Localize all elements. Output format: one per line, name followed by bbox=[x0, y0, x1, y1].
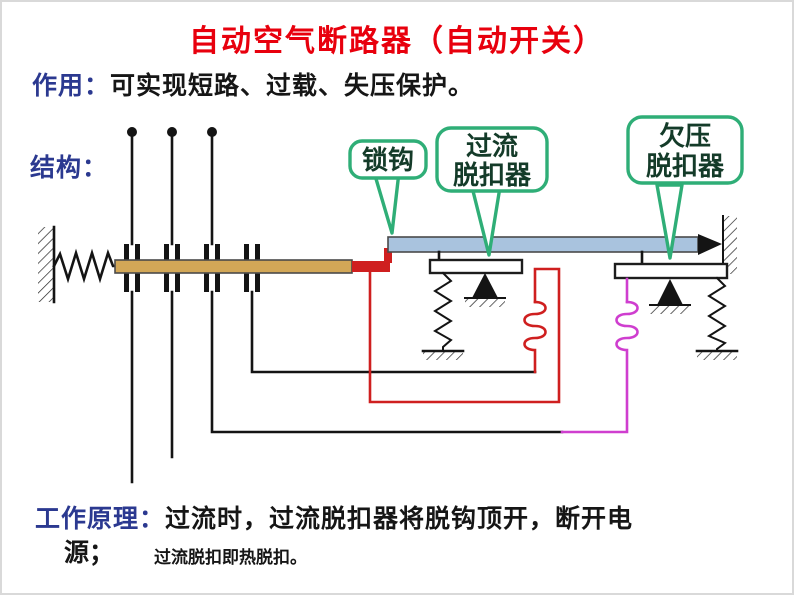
overcurrent-armature bbox=[428, 258, 524, 275]
page-title: 自动空气断路器（自动开关） bbox=[189, 25, 605, 58]
undervoltage-label-line2: 脱扣器 bbox=[646, 151, 725, 181]
contact-bar bbox=[114, 259, 353, 274]
lock-hook-bubble-body bbox=[348, 139, 428, 180]
latch-red-tip bbox=[352, 261, 390, 272]
right-wall-hatching bbox=[723, 216, 737, 274]
function-line: 作用：可实现短路、过载、失压保护。 bbox=[32, 66, 474, 102]
latch-hook bbox=[384, 248, 392, 263]
lock-hook-bubble: 锁钩 bbox=[348, 139, 428, 235]
undervoltage-bubble-body bbox=[626, 115, 744, 185]
lock-hook-bubble-tail bbox=[372, 170, 401, 235]
main-spring bbox=[52, 248, 119, 284]
principle-text: 过流时，过流脱扣器将脱钩顶开，断开电 bbox=[165, 505, 634, 533]
principle-continuation: 源； bbox=[64, 539, 115, 567]
lock-hook-label: 锁钩 bbox=[362, 145, 414, 175]
principle-line: 工作原理：过流时，过流脱扣器将脱钩顶开，断开电 bbox=[35, 499, 633, 535]
structure-label: 结构： bbox=[30, 154, 109, 182]
undervoltage-spring bbox=[706, 276, 727, 352]
overcurrent-wire bbox=[368, 267, 561, 404]
overcurrent-pivot-triangle bbox=[472, 273, 498, 298]
undervoltage-bubble-tail bbox=[655, 183, 684, 260]
function-text: 可实现短路、过载、失压保护。 bbox=[110, 72, 475, 100]
overcurrent-ground-hatching bbox=[423, 352, 463, 360]
wall-hatching bbox=[38, 227, 54, 302]
lever-pivot-triangle bbox=[698, 234, 722, 255]
phase-lines bbox=[127, 127, 564, 484]
undervoltage-armature bbox=[613, 262, 729, 280]
auxiliary-contact-wire bbox=[250, 290, 537, 374]
overcurrent-bubble: 过流 脱扣器 bbox=[435, 126, 549, 257]
principle-note: 过流脱扣即热脱扣。 bbox=[154, 548, 307, 567]
phase-c-wire bbox=[210, 130, 564, 434]
overcurrent-coil bbox=[523, 300, 547, 374]
overcurrent-pivot-hatching bbox=[465, 299, 505, 307]
undervoltage-device bbox=[613, 262, 739, 360]
overcurrent-spring bbox=[433, 271, 453, 352]
undervoltage-pivot-triangle bbox=[657, 279, 683, 305]
overcurrent-label-line2: 脱扣器 bbox=[453, 160, 532, 190]
overcurrent-label-line1: 过流 bbox=[466, 131, 518, 161]
overcurrent-coil-circuit bbox=[368, 267, 561, 404]
undervoltage-label-line1: 欠压 bbox=[659, 121, 711, 151]
undervoltage-pivot-hatching bbox=[650, 306, 690, 314]
trip-lever-bar bbox=[387, 236, 699, 253]
overcurrent-device bbox=[421, 258, 524, 360]
function-label: 作用： bbox=[32, 72, 111, 100]
overcurrent-bubble-body bbox=[435, 126, 549, 193]
undervoltage-coil-circuit bbox=[560, 277, 639, 434]
undervoltage-ground-hatching bbox=[697, 352, 737, 360]
principle-label: 工作原理： bbox=[35, 505, 166, 533]
undervoltage-bubble: 欠压 脱扣器 bbox=[626, 115, 744, 260]
undervoltage-coil bbox=[560, 300, 639, 434]
left-wall bbox=[38, 225, 56, 304]
